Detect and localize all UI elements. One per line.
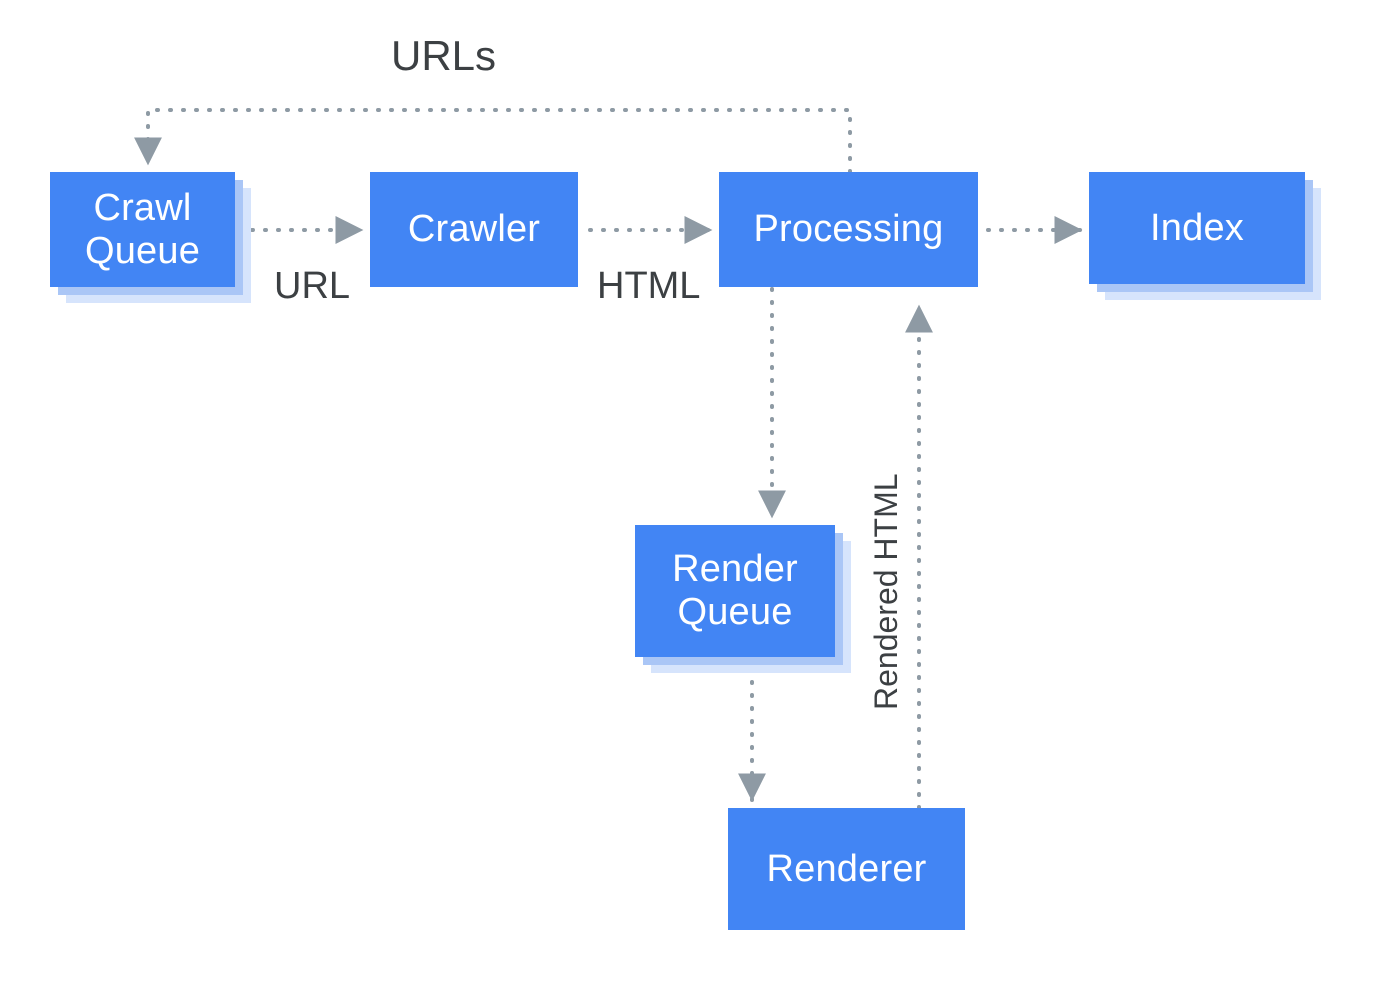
node-render-queue-label-line1: Render xyxy=(672,548,798,591)
edge-label-url: URL xyxy=(274,265,351,307)
node-crawler-label: Crawler xyxy=(407,208,541,251)
edge-processing-to-crawlqueue-urls xyxy=(134,108,852,174)
edge-label-html: HTML xyxy=(597,265,701,307)
node-crawl-queue-label-line1: Crawl xyxy=(93,186,192,229)
node-processing-label: Processing xyxy=(753,208,944,251)
node-render-queue[interactable]: Render Queue xyxy=(635,525,835,657)
node-renderer[interactable]: Renderer xyxy=(728,808,965,930)
node-index-label: Index xyxy=(1150,206,1244,249)
node-render-queue-label-line2: Queue xyxy=(677,591,793,633)
edge-label-rendered-html: Rendered HTML xyxy=(868,473,904,710)
node-crawl-queue-label-line2: Queue xyxy=(84,229,201,272)
node-index[interactable]: Index xyxy=(1089,172,1305,284)
node-crawl-queue[interactable]: Crawl Queue xyxy=(50,172,235,287)
node-renderer-label: Renderer xyxy=(766,847,927,890)
node-processing[interactable]: Processing xyxy=(719,172,978,287)
edge-label-urls: URLs xyxy=(391,32,497,79)
node-crawler[interactable]: Crawler xyxy=(370,172,578,287)
